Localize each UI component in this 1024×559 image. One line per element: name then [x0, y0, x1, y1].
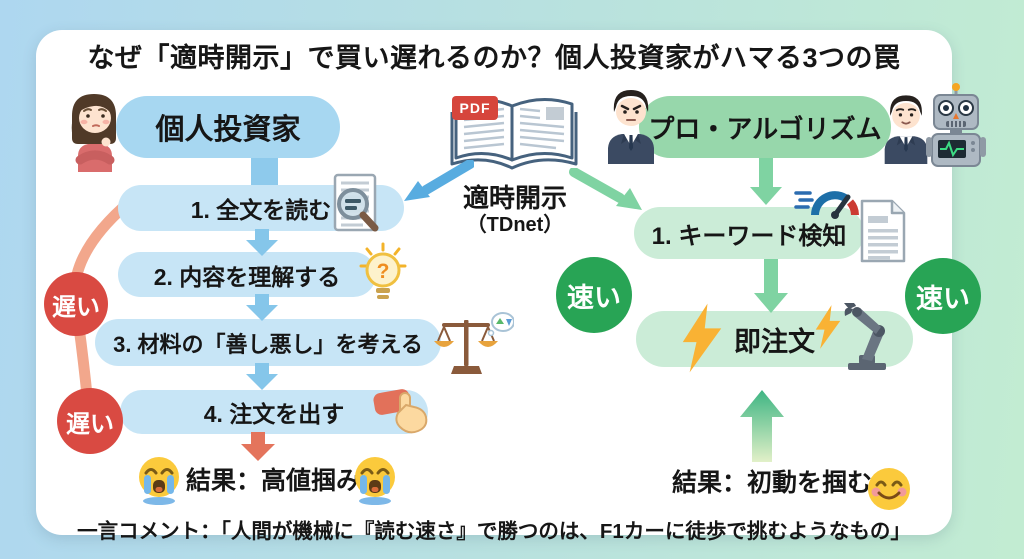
arrow-down-green-icon [754, 259, 788, 313]
investor-header-pill: 個人投資家 [116, 96, 340, 158]
pro-header-label: プロ・アルゴリズム [648, 113, 882, 144]
smiling-face-emoji [868, 468, 910, 510]
slow-badge-1: 遅い [44, 272, 108, 336]
arrow-down-green-icon [750, 158, 782, 205]
investor-step-4-label: 4. 注文を出す [203, 401, 345, 427]
arrow-down-icon [246, 229, 278, 256]
fast-badge-left: 速い [556, 257, 632, 333]
fast-badge-right: 速い [905, 258, 981, 334]
page-title: なぜ「適時開示」で買い遅れるのか？個人投資家がハマる3つの罠 [87, 43, 901, 73]
arrow-up-gradient-icon [740, 390, 784, 462]
angry-businessman-icon [608, 90, 654, 164]
investor-step-1-label: 1. 全文を読む [190, 197, 332, 223]
investor-step-3-label: 3. 材料の「善し悪し」を考える [113, 331, 423, 357]
pro-step-1-pill: 1. キーワード検知 [634, 207, 864, 259]
crying-face-emoji [355, 457, 395, 505]
pdf-badge: PDF [452, 96, 498, 120]
pro-header-pill: プロ・アルゴリズム [639, 96, 891, 158]
arrow-down-red-icon [241, 432, 275, 461]
arrow-down-icon [246, 363, 278, 390]
investor-header-label: 個人投資家 [155, 114, 301, 146]
pro-step-1-label: 1. キーワード検知 [651, 222, 847, 250]
crying-face-emoji [139, 457, 179, 505]
robot-arm-icon [844, 303, 886, 370]
footer-comment: 一言コメント：「人間が機械に『読む速さ』で勝つのは、F1カーに徒歩で挑むようなも… [77, 520, 911, 543]
pro-step-2-label: 即注文 [734, 326, 815, 357]
balance-scale-icon [434, 312, 514, 374]
worried-woman-icon [71, 94, 116, 172]
source-sublabel: （TDnet） [466, 214, 564, 236]
investor-step-2-label: 2. 内容を理解する [153, 263, 341, 290]
lightning-bolt-icon [815, 305, 841, 349]
source-label: 適時開示 [462, 183, 567, 213]
arrow-down-icon [246, 294, 278, 321]
investor-step-3-pill: 3. 材料の「善し悪し」を考える [95, 319, 441, 366]
open-book-icon [450, 98, 578, 170]
fast-badge-left-label: 速い [567, 282, 621, 313]
robot-icon [926, 83, 986, 167]
lightning-bolt-icon [682, 303, 722, 373]
fast-badge-right-label: 速い [916, 283, 970, 314]
slow-badge-1-label: 遅い [52, 293, 100, 321]
lightbulb-question-icon: ? [359, 242, 407, 299]
magnifier-document-icon [333, 173, 379, 232]
pro-result: 結果：初動を掴む [672, 469, 873, 497]
press-button-icon [373, 389, 428, 434]
document-icon [860, 199, 906, 263]
slow-badge-2: 遅い [57, 388, 123, 454]
calm-businessman-icon [884, 95, 928, 164]
arrow-diagonal-left-icon [404, 160, 474, 201]
bulb-question-mark: ? [377, 260, 390, 283]
investor-result: 結果：高値掴み [186, 467, 362, 495]
slow-badge-2-label: 遅い [66, 410, 114, 438]
speedometer-icon [794, 191, 859, 219]
arrow-diagonal-right-icon [569, 168, 642, 210]
investor-step-2-pill: 2. 内容を理解する [118, 252, 376, 297]
